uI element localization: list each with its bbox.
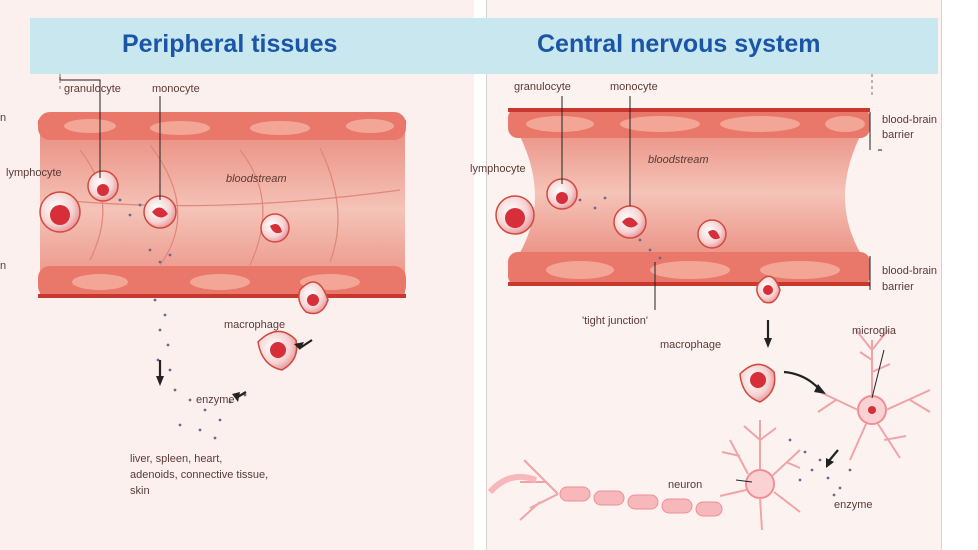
- label-bbb-top-1: blood-brain: [882, 113, 937, 127]
- label-bloodstream-left: bloodstream: [226, 172, 287, 186]
- label-tissues-line3: skin: [130, 484, 150, 498]
- label-macrophage-right: macrophage: [660, 338, 721, 352]
- label-bloodstream-right: bloodstream: [648, 153, 709, 167]
- label-tight-junction: 'tight junction': [582, 314, 648, 328]
- microglia-cell: [818, 330, 930, 460]
- label-tissues-line1: liver, spleen, heart,: [130, 452, 222, 466]
- label-macrophage-left: macrophage: [224, 318, 285, 332]
- label-bbb-top-2: barrier: [882, 128, 914, 142]
- label-tissues-line2: adenoids, connective tissue,: [130, 468, 268, 482]
- label-neuron: neuron: [668, 478, 702, 492]
- label-bbb-bottom-2: barrier: [882, 280, 914, 294]
- label-microglia: microglia: [852, 324, 896, 338]
- axon-terminal: [490, 460, 558, 520]
- edge-fragment-2: n: [0, 260, 6, 272]
- central-nervous-system-title: Central nervous system: [537, 30, 820, 59]
- label-granulocyte-left: granulocyte: [64, 82, 121, 96]
- label-monocyte-right: monocyte: [610, 80, 658, 94]
- label-enzyme-right: enzyme: [834, 498, 873, 512]
- neuron-cell: [720, 420, 800, 530]
- label-lymphocyte-left: lymphocyte: [6, 166, 62, 180]
- left-blood-vessel: [38, 112, 406, 298]
- label-granulocyte-right: granulocyte: [514, 80, 571, 94]
- label-bbb-bottom-1: blood-brain: [882, 264, 937, 278]
- peripheral-tissues-title: Peripheral tissues: [122, 30, 337, 59]
- label-enzyme-left: enzyme: [196, 393, 235, 407]
- edge-fragment-1: n: [0, 112, 6, 124]
- label-monocyte-left: monocyte: [152, 82, 200, 96]
- label-lymphocyte-right: lymphocyte: [470, 162, 526, 176]
